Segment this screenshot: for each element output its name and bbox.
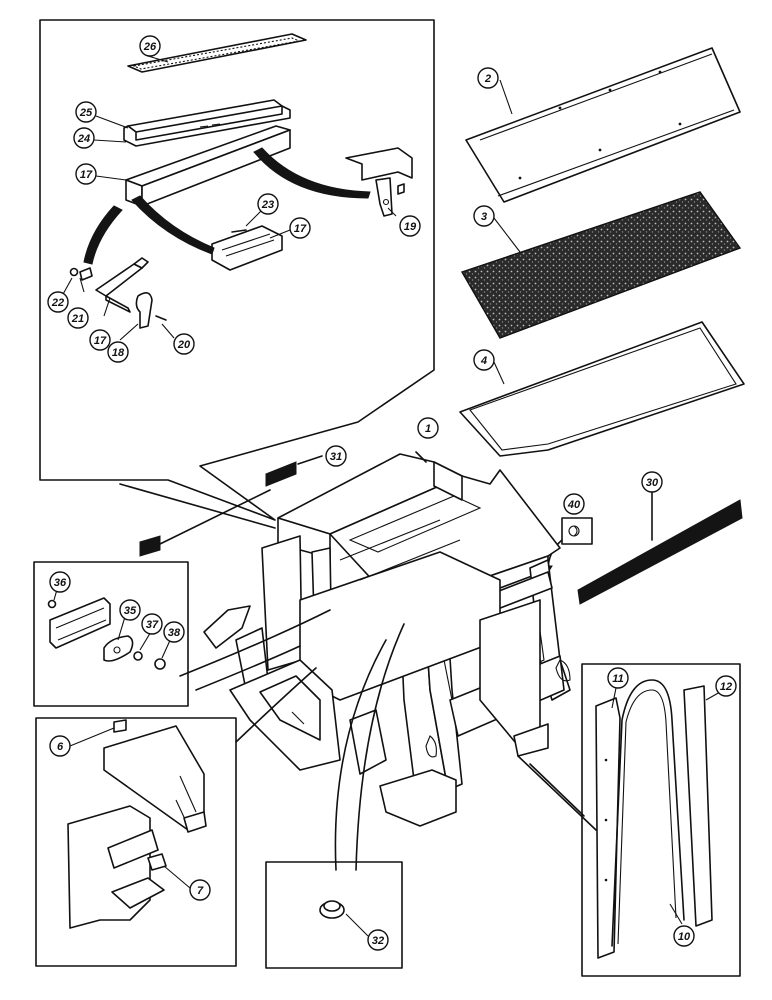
screw-part xyxy=(155,315,167,321)
svg-text:11: 11 xyxy=(612,673,623,685)
svg-text:36: 36 xyxy=(54,577,67,589)
leader-line xyxy=(415,451,427,463)
assembly-arrow xyxy=(253,147,371,199)
svg-text:38: 38 xyxy=(168,627,181,639)
svg-text:30: 30 xyxy=(646,477,659,489)
bracket-detail-inset xyxy=(35,717,237,967)
callout-10: 10 xyxy=(673,925,695,947)
svg-text:23: 23 xyxy=(261,199,274,211)
callout-17-lower: 17 xyxy=(89,329,111,351)
svg-text:2: 2 xyxy=(484,73,491,85)
svg-text:12: 12 xyxy=(720,681,732,693)
trim-strip-part xyxy=(265,461,297,487)
callout-25: 25 xyxy=(75,101,97,123)
roof-insulation-part xyxy=(460,191,742,339)
svg-text:40: 40 xyxy=(567,499,581,511)
callout-2: 2 xyxy=(477,67,499,89)
svg-text:35: 35 xyxy=(124,605,137,617)
callout-24: 24 xyxy=(73,127,95,149)
callout-37: 37 xyxy=(141,613,163,635)
callout-23: 23 xyxy=(257,193,279,215)
leader-line xyxy=(517,755,597,831)
callout-3: 3 xyxy=(473,205,495,227)
latch-detail-inset xyxy=(33,561,189,707)
hatch-bracket-small-part xyxy=(211,225,283,271)
assembly-arrow xyxy=(131,195,215,255)
callout-40: 40 xyxy=(563,493,585,515)
hatch-latch-hook-part xyxy=(135,292,153,329)
callout-20: 20 xyxy=(173,333,195,355)
svg-text:20: 20 xyxy=(177,339,191,351)
leader-line xyxy=(179,609,331,677)
callout-30: 30 xyxy=(641,471,663,493)
leader-line xyxy=(334,639,387,871)
door-seal-detail-inset xyxy=(581,663,741,977)
svg-text:37: 37 xyxy=(146,619,159,631)
callout-18: 18 xyxy=(107,341,129,363)
svg-text:3: 3 xyxy=(481,211,487,223)
svg-text:19: 19 xyxy=(404,221,417,233)
callout-1: 1 xyxy=(417,417,439,439)
svg-text:24: 24 xyxy=(77,133,90,145)
leader-line xyxy=(195,645,301,691)
svg-text:21: 21 xyxy=(71,313,84,325)
svg-text:7: 7 xyxy=(197,885,204,897)
svg-text:26: 26 xyxy=(143,41,157,53)
trim-strip-part xyxy=(139,535,161,557)
assembly-arrow xyxy=(83,205,123,265)
callout-7: 7 xyxy=(189,879,211,901)
hatch-latch-bracket-part xyxy=(345,147,413,217)
hatch-gasket-part xyxy=(127,33,307,73)
callout-17-small: 17 xyxy=(289,217,311,239)
callout-32: 32 xyxy=(367,929,389,951)
hatch-bracket-lower-part xyxy=(95,257,149,313)
callout-35: 35 xyxy=(119,599,141,621)
svg-text:17: 17 xyxy=(80,169,93,181)
callout-31: 31 xyxy=(325,445,347,467)
callout-17-upper: 17 xyxy=(75,163,97,185)
svg-text:17: 17 xyxy=(294,223,307,235)
svg-text:25: 25 xyxy=(79,107,93,119)
washer-part xyxy=(69,267,79,277)
svg-text:4: 4 xyxy=(480,355,487,367)
callout-4: 4 xyxy=(473,349,495,371)
hatch-tray-part xyxy=(123,99,291,147)
plug-detail-box xyxy=(541,517,593,578)
svg-text:32: 32 xyxy=(372,935,384,947)
svg-text:31: 31 xyxy=(330,451,342,463)
callout-22: 22 xyxy=(47,291,69,313)
leader-line xyxy=(529,763,585,817)
callout-26: 26 xyxy=(139,35,161,57)
grommet-detail-inset xyxy=(265,861,403,969)
callout-38: 38 xyxy=(163,621,185,643)
callout-21: 21 xyxy=(67,307,89,329)
svg-text:10: 10 xyxy=(678,931,691,943)
cab-frame-part xyxy=(203,453,571,827)
callout-36: 36 xyxy=(49,571,71,593)
hatch-detail-inset xyxy=(39,19,435,529)
pin-part xyxy=(79,267,93,281)
svg-text:6: 6 xyxy=(57,741,64,753)
leader-line xyxy=(235,667,317,743)
hatch-screw-part xyxy=(231,229,247,233)
callout-6: 6 xyxy=(49,735,71,757)
svg-text:22: 22 xyxy=(51,297,64,309)
weather-strip-part xyxy=(577,499,743,605)
svg-text:17: 17 xyxy=(94,335,107,347)
svg-text:1: 1 xyxy=(425,423,431,435)
svg-text:18: 18 xyxy=(112,347,125,359)
roof-panel-part xyxy=(465,47,741,203)
callout-11: 11 xyxy=(607,667,629,689)
leader-line xyxy=(355,623,405,871)
callout-12: 12 xyxy=(715,675,737,697)
callout-19: 19 xyxy=(399,215,421,237)
roof-seal-part xyxy=(459,321,745,457)
